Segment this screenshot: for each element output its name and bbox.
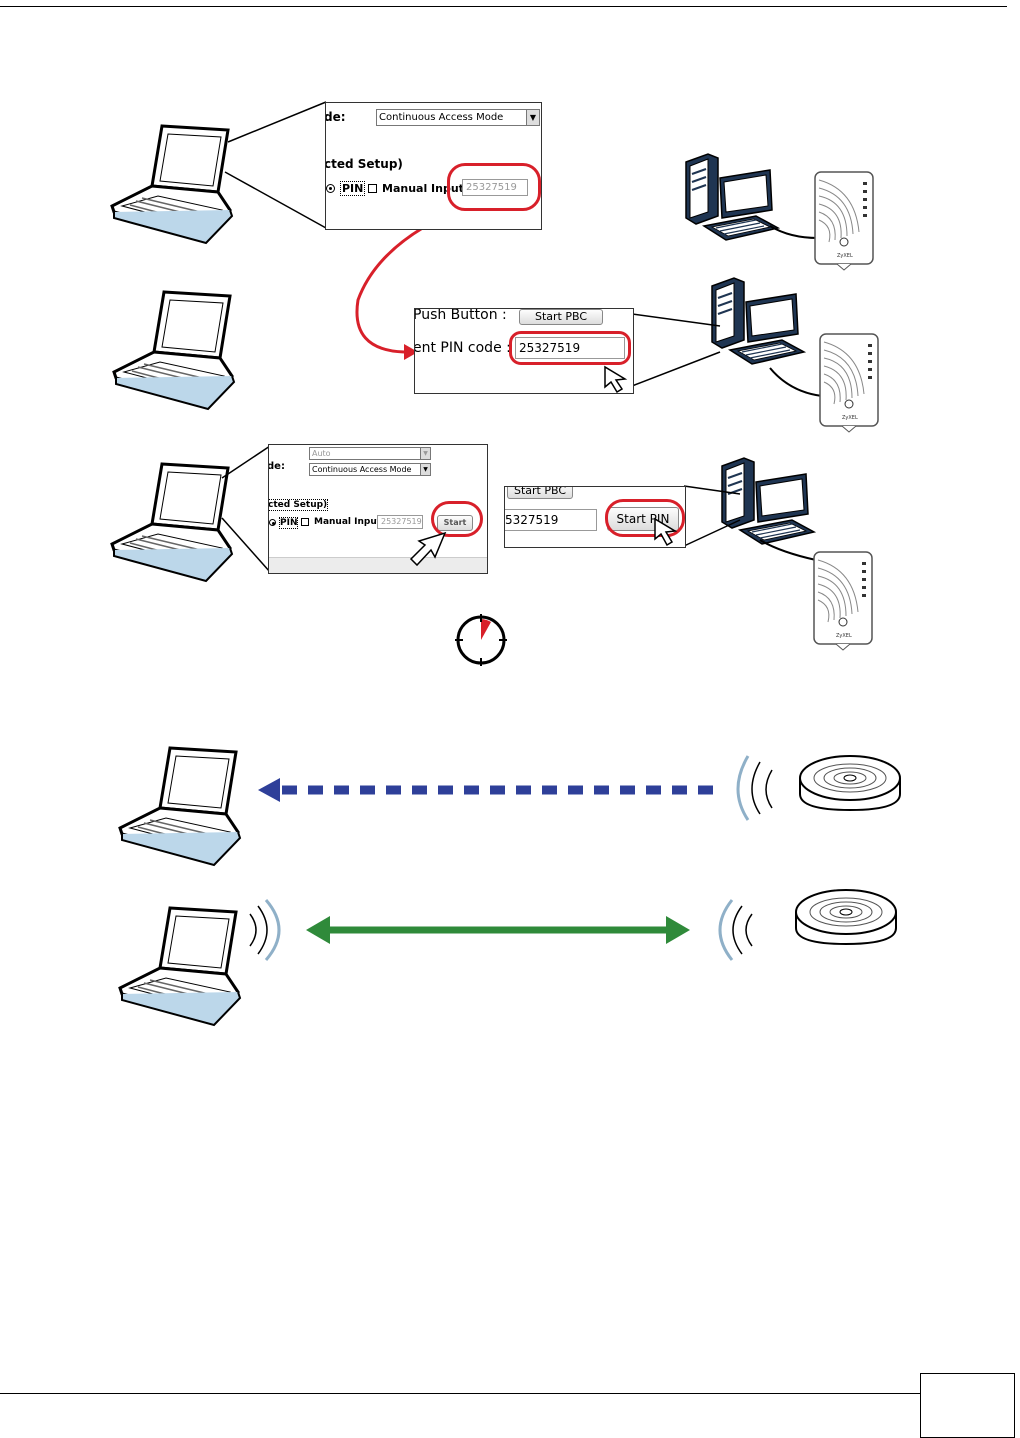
laptop-client-3 [112,464,232,581]
chevron-down-icon: ▼ [526,110,539,125]
extender-start-pin-panel: Start PBC 5327519 Start PIN [504,486,686,548]
extender-pin-panel: Push Button : Start PBC ent PIN code : 2… [414,308,634,394]
highlight-ring [509,331,631,365]
chevron-down-icon: ▼ [420,448,430,459]
laptop-client-1 [112,126,232,243]
pin-field-value: 25327519 [381,517,422,526]
manual-input-checkbox[interactable] [368,184,377,193]
start-pbc-label: Start PBC [514,486,566,497]
pin-radio-label: PIN [340,181,365,196]
manual-input-label: Manual Input [314,517,381,527]
wps-section-label: cted Setup) [268,499,328,511]
zoom-line [632,352,720,386]
pin-code-input[interactable]: 5327519 [504,509,597,531]
ethernet-cable [770,368,822,396]
access-point-2 [796,890,896,944]
pin-radio[interactable] [326,184,335,193]
cursor-icon [653,517,683,547]
push-button-label: Push Button : [414,308,507,323]
zoom-line [222,446,270,478]
cursor-icon [603,365,633,393]
timer-icon [455,614,507,666]
arrowhead [306,916,330,944]
highlight-ring [447,163,541,211]
extender-device-2 [820,334,878,432]
chevron-down-icon: ▼ [420,464,430,475]
mode-select[interactable]: Continuous Access Mode ▼ [309,463,431,476]
wps-section-label: cted Setup) [325,157,403,171]
zoom-line [632,314,720,326]
access-point-1 [800,756,900,810]
pin-field[interactable]: 25327519 [377,515,423,529]
mode-select-value: Continuous Access Mode [379,112,503,123]
wireless-signal-icon [738,756,772,820]
status-bar [269,557,487,574]
start-pbc-label: Start PBC [535,310,587,323]
laptop-client-2 [114,292,234,409]
zoom-line [228,102,326,142]
desktop-computer-1 [686,154,778,240]
mode-select-value: Continuous Access Mode [312,465,411,474]
pin-code-label: ent PIN code : [414,340,511,356]
arrowhead [258,778,280,802]
cursor-icon [409,531,447,567]
extender-device-3 [814,552,872,650]
start-pbc-button[interactable]: Start PBC [519,309,603,325]
desktop-computer-3 [722,458,814,544]
extender-device-1 [815,172,873,270]
laptop-client-4 [120,748,240,865]
mode-select[interactable]: Continuous Access Mode ▼ [376,109,540,126]
zoom-line [225,172,326,228]
start-pbc-button[interactable]: Start PBC [507,486,573,499]
zoom-line [684,520,740,546]
pin-radio[interactable] [269,519,276,526]
pin-code-input-value: 5327519 [505,513,558,527]
laptop-client-5 [120,908,240,1025]
laptop-wps-panel: de: Continuous Access Mode ▼ cted Setup)… [325,102,542,230]
auto-select[interactable]: Auto ▼ [309,447,431,460]
manual-input-checkbox[interactable] [301,518,309,526]
desktop-computer-2 [712,278,804,364]
pin-radio-label: PIN [279,517,298,529]
mode-label: de: [268,461,285,472]
auto-select-value: Auto [312,449,331,458]
wireless-signal-icon [250,900,279,960]
laptop-start-panel: Auto ▼ de: Continuous Access Mode ▼ cted… [268,444,488,574]
wireless-signal-icon [720,900,752,960]
mode-label: de: [325,110,346,124]
arrowhead [666,916,690,944]
